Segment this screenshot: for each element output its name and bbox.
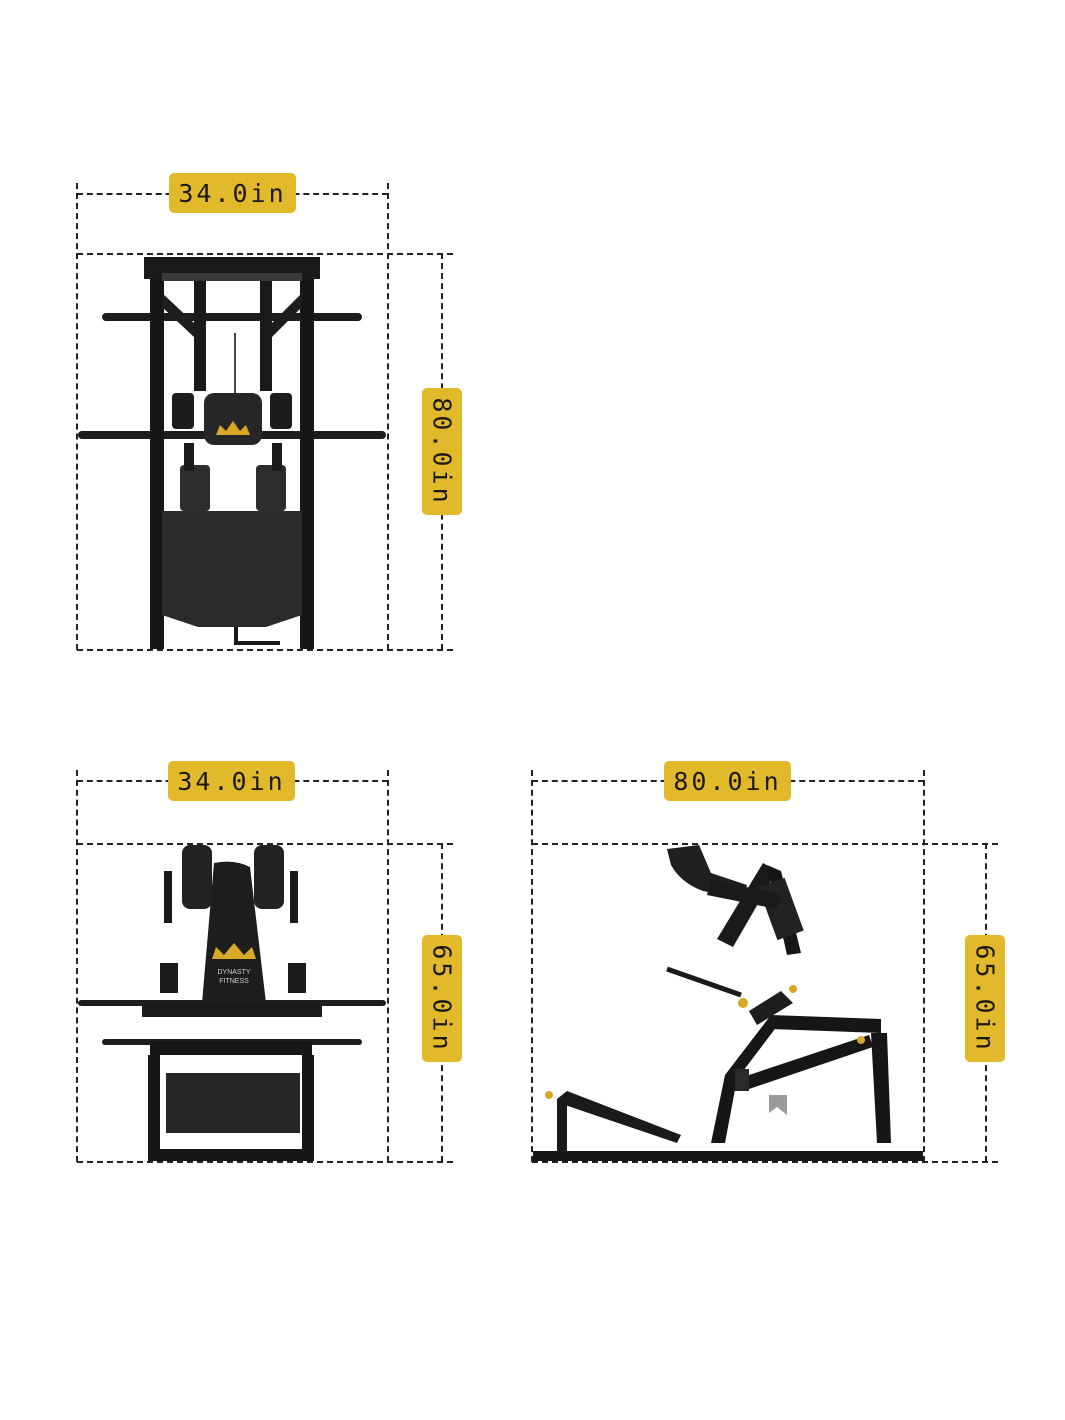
top-width-right-tick xyxy=(387,183,389,650)
top-width-badge: 34.0in xyxy=(169,173,296,213)
top-depth-top-line xyxy=(77,253,453,255)
logo-line1: DYNASTY xyxy=(217,969,250,976)
top-width-left-tick xyxy=(76,183,78,650)
side-height-bottom-line xyxy=(532,1161,998,1163)
side-height-badge: 65.0in xyxy=(965,935,1005,1062)
front-height-label: 65.0in xyxy=(427,944,457,1053)
side-height-label: 65.0in xyxy=(970,944,1000,1053)
top-depth-label: 80.0in xyxy=(427,397,457,506)
side-view-machine xyxy=(533,845,923,1161)
side-height-top-line xyxy=(532,843,998,845)
front-height-badge: 65.0in xyxy=(422,935,462,1062)
side-length-badge: 80.0in xyxy=(664,761,791,801)
logo-line2: FITNESS xyxy=(219,978,249,985)
front-height-top-line xyxy=(77,843,453,845)
side-length-left-tick xyxy=(531,770,533,1162)
side-length-right-tick xyxy=(923,770,925,1162)
top-view-machine xyxy=(78,257,386,649)
front-width-right-tick xyxy=(387,770,389,1162)
front-width-badge: 34.0in xyxy=(168,761,295,801)
front-height-bottom-line xyxy=(77,1161,453,1163)
front-width-left-tick xyxy=(76,770,78,1162)
front-view-machine: DYNASTY FITNESS xyxy=(78,845,386,1161)
top-depth-bottom-line xyxy=(77,649,453,651)
top-depth-badge: 80.0in xyxy=(422,388,462,515)
